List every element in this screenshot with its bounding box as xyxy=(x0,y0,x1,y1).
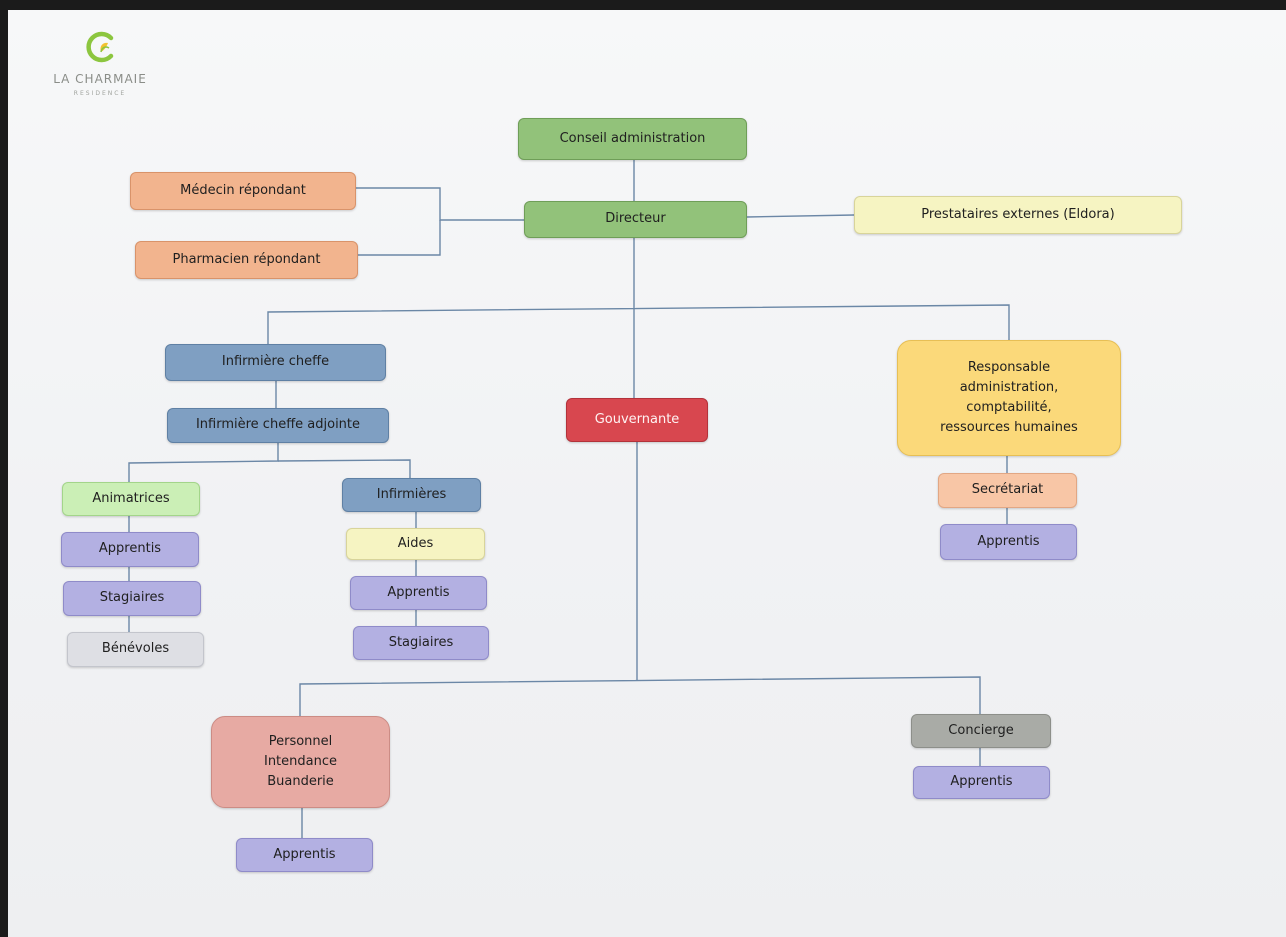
prestataires-externes-box: Prestataires externes (Eldora) xyxy=(854,196,1182,234)
apprentis-soins-box: Apprentis xyxy=(350,576,487,610)
responsable-line-1: Responsable xyxy=(967,359,1051,375)
aides-box: Aides xyxy=(346,528,485,560)
responsable-administration-box: Responsable administration, comptabilité… xyxy=(897,340,1121,456)
medecin-repondant-box: Médecin répondant xyxy=(130,172,356,210)
infirmieres-box: Infirmières xyxy=(342,478,481,512)
personnel-intendance-buanderie-box: Personnel Intendance Buanderie xyxy=(211,716,390,808)
infirmiere-cheffe-adjointe-box: Infirmière cheffe adjointe xyxy=(167,408,389,443)
concierge-box: Concierge xyxy=(911,714,1051,748)
gouvernante-box: Gouvernante xyxy=(566,398,708,442)
logo-name: LA CHARMAIE xyxy=(53,72,147,86)
personnel-line-2: Intendance xyxy=(263,753,337,769)
directeur-box: Directeur xyxy=(524,201,747,238)
logo-subtitle: RESIDENCE xyxy=(73,90,127,97)
secretariat-box: Secrétariat xyxy=(938,473,1077,508)
personnel-line-3: Buanderie xyxy=(267,774,334,790)
responsable-line-2: administration, xyxy=(959,379,1059,395)
responsable-line-3: comptabilité, xyxy=(966,400,1052,415)
personnel-line-1: Personnel xyxy=(268,733,333,749)
stagiaires-animation-box: Stagiaires xyxy=(63,581,201,616)
leaf-c-logo-icon xyxy=(86,31,114,63)
stagiaires-soins-box: Stagiaires xyxy=(353,626,489,660)
apprentis-animation-box: Apprentis xyxy=(61,532,199,567)
apprentis-concierge-box: Apprentis xyxy=(913,766,1050,799)
la-charmaie-logo: LA CHARMAIE RESIDENCE xyxy=(40,24,160,114)
conseil-administration-box: Conseil administration xyxy=(518,118,747,160)
apprentis-admin-box: Apprentis xyxy=(940,524,1077,560)
animatrices-box: Animatrices xyxy=(62,482,200,516)
pharmacien-repondant-box: Pharmacien répondant xyxy=(135,241,358,279)
responsable-line-4: ressources humaines xyxy=(940,420,1078,436)
apprentis-personnel-box: Apprentis xyxy=(236,838,373,872)
benevoles-box: Bénévoles xyxy=(67,632,204,667)
infirmiere-cheffe-box: Infirmière cheffe xyxy=(165,344,386,381)
